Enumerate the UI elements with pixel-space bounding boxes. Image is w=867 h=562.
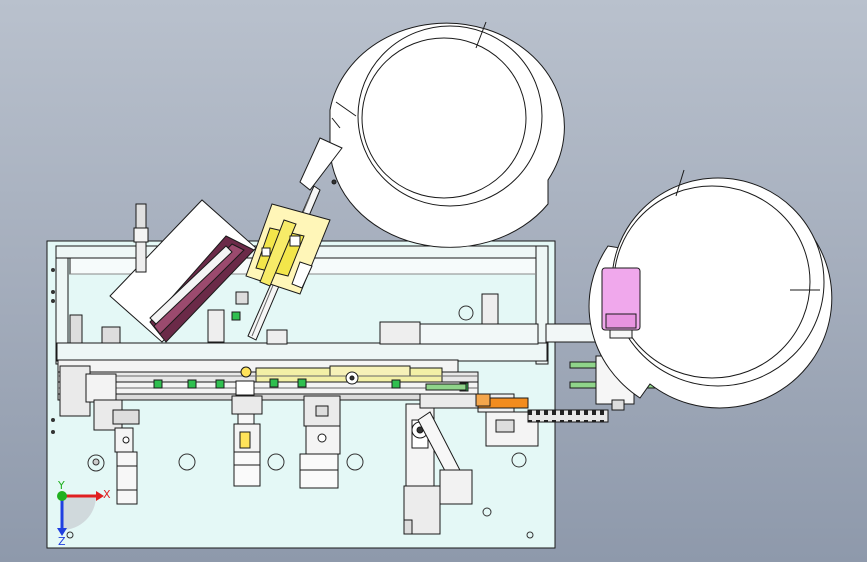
- sensor-post: [133, 203, 149, 273]
- axis-label-z: Z: [58, 535, 66, 548]
- yellow-slide-module: [245, 203, 331, 295]
- axis-triad: X Y Z: [57, 479, 111, 548]
- gear-rack: [527, 409, 609, 423]
- magazine-box: [109, 199, 257, 343]
- vibratory-bowl-top: [329, 21, 565, 248]
- axis-label-y: Y: [57, 479, 65, 492]
- pneumatic-cylinder-1: [93, 399, 140, 505]
- orange-block: [475, 393, 529, 409]
- vibratory-bowl-right: [588, 169, 833, 409]
- pneumatic-cylinder-3: [299, 395, 341, 489]
- pneumatic-cylinder-2: [231, 395, 263, 487]
- pink-motor: [601, 267, 641, 339]
- conveyor-track: [57, 311, 479, 417]
- axis-label-x: X: [103, 488, 111, 501]
